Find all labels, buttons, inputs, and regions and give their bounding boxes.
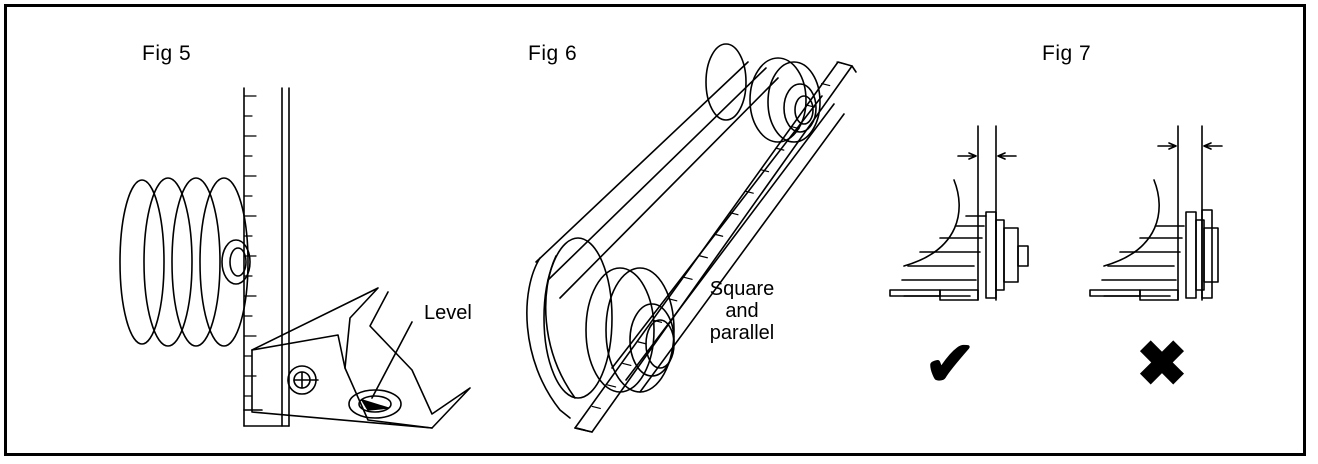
edge-tick xyxy=(821,82,831,87)
callout-line-2: and xyxy=(725,300,759,322)
fig-6-label: Fig 6 xyxy=(528,42,578,65)
fig-5-pulley-and-ruler xyxy=(119,87,471,429)
edge-tick xyxy=(775,147,785,151)
fig-7-correct-view xyxy=(889,125,1029,301)
edge-tick xyxy=(606,384,617,388)
fig-7-label: Fig 7 xyxy=(1042,42,1092,65)
edge-tick xyxy=(836,61,846,65)
diagram-frame xyxy=(4,4,1306,456)
edge-tick xyxy=(637,341,647,345)
edge-tick xyxy=(591,405,601,410)
fig-5-ruler-ticks xyxy=(243,95,257,397)
edge-tick xyxy=(622,362,632,367)
fig-6-belt-drive xyxy=(526,43,857,433)
fig-7-alignment-views xyxy=(889,125,1223,301)
edge-tick xyxy=(576,427,586,431)
incorrect-cross-icon: ✖ xyxy=(1136,330,1188,399)
edge-tick xyxy=(683,276,693,280)
fig-6-upper-pulley xyxy=(705,43,821,143)
fig-7-incorrect-view xyxy=(1089,125,1223,301)
callout-line-1: Square xyxy=(709,278,775,300)
fig-6-lower-pulley xyxy=(543,237,675,399)
edge-tick xyxy=(698,255,708,259)
fig-5-label: Fig 5 xyxy=(142,42,192,65)
fig-5-pulley-grooves xyxy=(119,177,251,347)
callout-line-3: parallel xyxy=(709,322,775,344)
fig-6-square-parallel-callout: Square and parallel xyxy=(692,278,792,344)
fig-5-level-device xyxy=(251,287,471,429)
correct-check-icon: ✔ xyxy=(924,330,976,399)
edge-tick xyxy=(744,190,754,194)
fig-5-ruler xyxy=(243,87,290,427)
fig-5-level-callout: Level xyxy=(424,302,472,324)
